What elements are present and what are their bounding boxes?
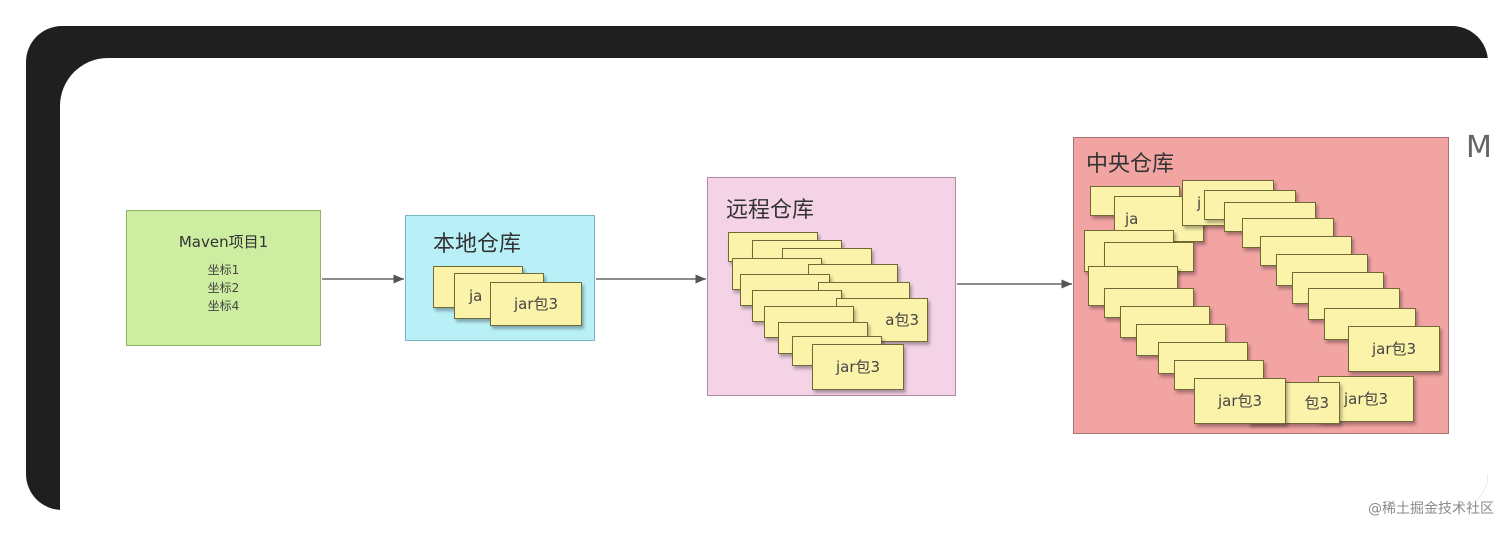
coordinate-item: 坐标1: [207, 263, 240, 277]
watermark: @稀土掘金技术社区: [1368, 501, 1494, 517]
jar-card: jar包3: [812, 344, 904, 390]
jar-card: jar包3: [1348, 326, 1440, 372]
remote-repository-title: 远程仓库: [726, 198, 815, 223]
coordinate-list: 坐标1 坐标2 坐标4: [127, 261, 320, 315]
coordinate-item: 坐标4: [207, 299, 240, 313]
remote-repository-box: 远程仓库 a包3 jar包3: [707, 177, 956, 396]
central-repository-box: 中央仓库 ja j jar包3 jar包3 包3 jar包3: [1073, 137, 1449, 434]
jar-card: jar包3: [1194, 378, 1286, 424]
maven-project-title: Maven项目1: [178, 233, 269, 251]
local-repository-title: 本地仓库: [433, 232, 522, 257]
jar-card: jar包3: [490, 282, 582, 326]
cropped-label: M: [1466, 130, 1492, 165]
coordinate-item: 坐标2: [207, 281, 240, 295]
local-repository-box: 本地仓库 ja jar包3: [405, 215, 595, 341]
maven-project-box: Maven项目1 坐标1 坐标2 坐标4: [126, 210, 321, 346]
central-repository-title: 中央仓库: [1086, 152, 1175, 177]
